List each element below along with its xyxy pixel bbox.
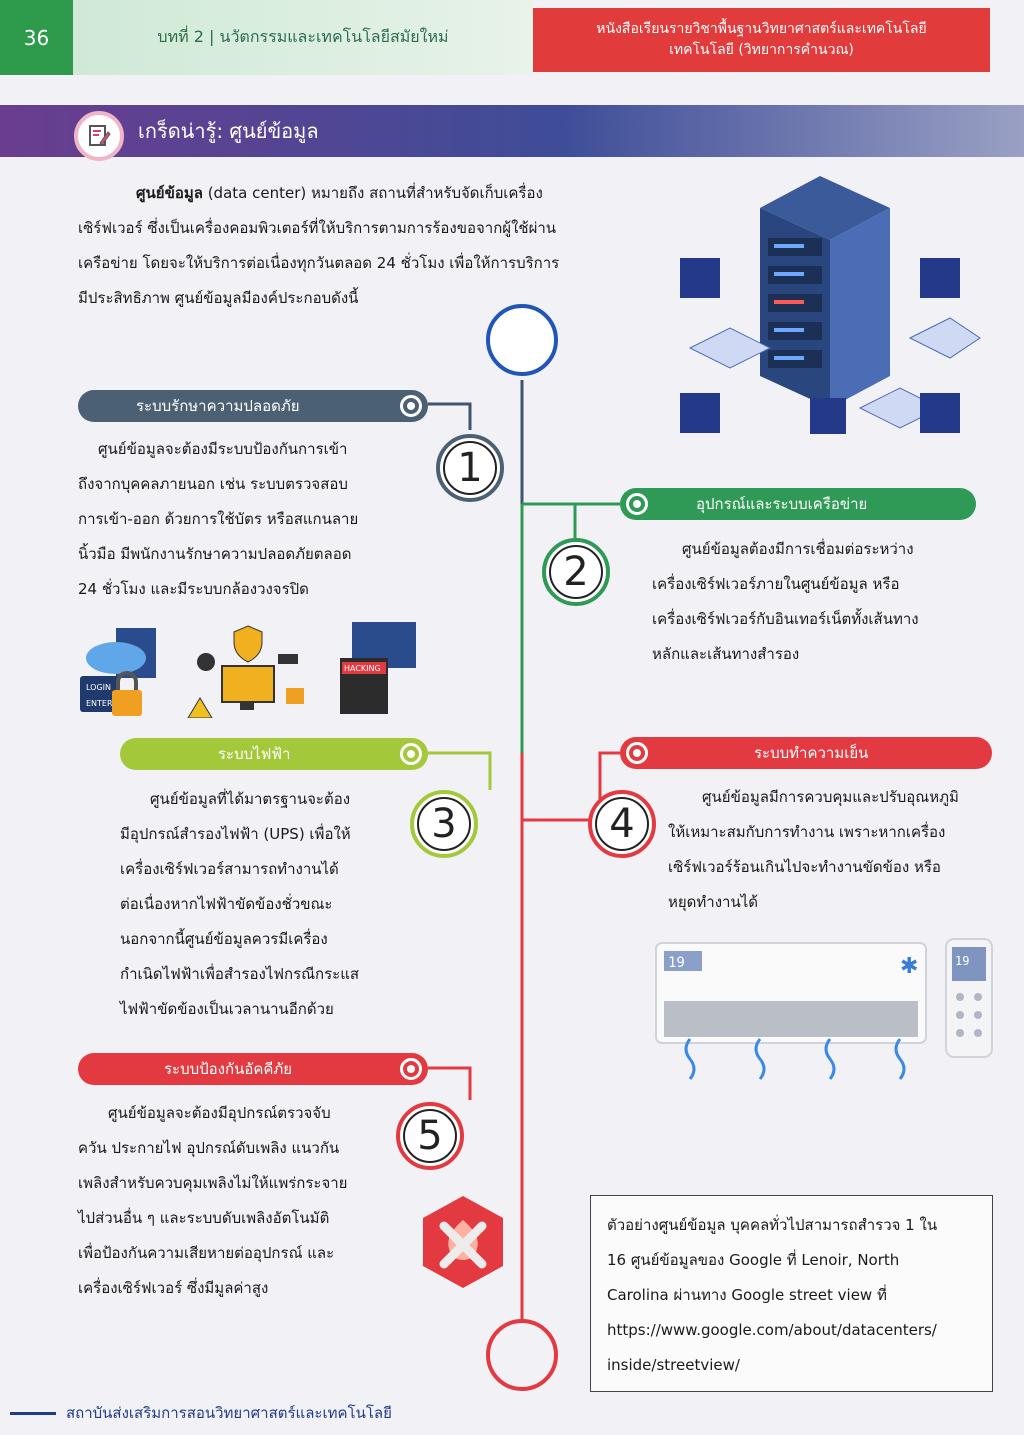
item4-number-badge: 4 <box>588 790 656 858</box>
item5-line: ศูนย์ข้อมูลจะต้องมีอุปกรณ์ตรวจจับ <box>108 1104 331 1122</box>
item4-line: ให้เหมาะสมกับการทำงาน เพราะหากเครื่อง <box>668 823 946 841</box>
item3-line: มีอุปกรณ์สำรองไฟฟ้า (UPS) เพื่อให้ <box>120 825 351 843</box>
item1-number-badge: 1 <box>436 434 504 502</box>
intro-line: เครือข่าย โดยจะให้บริการต่อเนื่องทุกวันต… <box>78 254 560 272</box>
item1-number: 1 <box>443 441 497 495</box>
server-rack-illustration <box>680 176 981 434</box>
item3-title-pill: ระบบไฟฟ้า <box>120 738 428 770</box>
section-banner <box>0 105 1024 157</box>
item2-marker-icon <box>626 493 648 515</box>
item1-line: 24 ชั่วโมง และมีระบบกล้องวงจรปิด <box>78 580 309 598</box>
item1-marker-icon <box>400 395 422 417</box>
item2-line: เครื่องเซิร์ฟเวอร์กับอินเทอร์เน็ตทั้งเส้… <box>652 610 919 628</box>
infobox-line: ตัวอย่างศูนย์ข้อมูล บุคคลทั่วไปสามารถสำร… <box>607 1216 938 1234</box>
intro-line: ศูนย์ข้อมูล (data center) หมายถึง สถานที… <box>78 176 618 211</box>
item2-title-pill: อุปกรณ์และระบบเครือข่าย <box>620 488 976 520</box>
item2-line: หลักและเส้นทางสำรอง <box>652 645 800 663</box>
item5-line: ไปส่วนอื่น ๆ และระบบดับเพลิงอัตโนมัติ <box>78 1209 330 1227</box>
item1-body: ศูนย์ข้อมูลจะต้องมีระบบป้องกันการเข้า ถึ… <box>78 432 400 607</box>
item2-line: เครื่องเซิร์ฟเวอร์ภายในศูนย์ข้อมูล หรือ <box>652 575 900 593</box>
example-infobox: ตัวอย่างศูนย์ข้อมูล บุคคลทั่วไปสามารถสำร… <box>590 1195 993 1392</box>
item2-number-badge: 2 <box>542 538 610 606</box>
book-title-line2: เทคโนโลยี (วิทยาการคำนวณ) <box>669 42 854 58</box>
item1-line: การเข้า-ออก ด้วยการใช้บัตร หรือสแกนลาย <box>78 510 359 528</box>
item3-number-badge: 3 <box>410 790 478 858</box>
intro-line-text: (data center) หมายถึง สถานที่สำหรับจัดเก… <box>202 184 543 202</box>
item4-line: ศูนย์ข้อมูลมีการควบคุมและปรับอุณหภูมิ <box>702 788 959 806</box>
snowflake-icon: ✱ <box>900 954 918 979</box>
infobox-url[interactable]: inside/streetview/ <box>607 1356 740 1374</box>
item3-body: ศูนย์ข้อมูลที่ได้มาตรฐานจะต้อง มีอุปกรณ์… <box>120 782 392 1027</box>
item3-line: ไฟฟ้าขัดข้องเป็นเวลานานอีกด้วย <box>120 1000 334 1018</box>
item1-line: ถึงจากบุคคลภายนอก เช่น ระบบตรวจสอบ <box>78 475 348 493</box>
page-number: 36 <box>0 0 73 75</box>
item3-line: ศูนย์ข้อมูลที่ได้มาตรฐานจะต้อง <box>150 790 351 808</box>
item3-line: นอกจากนี้ศูนย์ข้อมูลควรมีเครื่อง <box>120 930 328 948</box>
fire-prevention-icon <box>423 1196 503 1288</box>
item4-body: ศูนย์ข้อมูลมีการควบคุมและปรับอุณหภูมิ ให… <box>668 780 994 920</box>
infobox-line: 16 ศูนย์ข้อมูลของ Google ที่ Lenoir, Nor… <box>607 1251 900 1269</box>
login-label: LOGIN <box>86 683 111 692</box>
item4-title: ระบบทำความเย็น <box>754 744 869 762</box>
security-icons-illustration: LOGIN ENTER HACKING <box>80 622 416 718</box>
item1-line: ศูนย์ข้อมูลจะต้องมีระบบป้องกันการเข้า <box>98 440 348 458</box>
item4-title-pill: ระบบทำความเย็น <box>620 737 992 769</box>
item5-title: ระบบป้องกันอัคคีภัย <box>164 1060 293 1078</box>
item1-title-pill: ระบบรักษาความปลอดภัย <box>78 390 428 422</box>
infobox-line: Carolina ผ่านทาง Google street view ที่ <box>607 1286 887 1304</box>
remote-display: 19 <box>955 954 969 968</box>
item1-line: นิ้วมือ มีพนักงานรักษาความปลอดภัยตลอด <box>78 545 352 563</box>
book-title: หนังสือเรียนรายวิชาพื้นฐานวิทยาศาสตร์และ… <box>533 8 990 72</box>
item2-number: 2 <box>549 545 603 599</box>
item1-title: ระบบรักษาความปลอดภัย <box>136 397 300 415</box>
item5-body: ศูนย์ข้อมูลจะต้องมีอุปกรณ์ตรวจจับ ควัน ป… <box>78 1096 388 1306</box>
book-title-line1: หนังสือเรียนรายวิชาพื้นฐานวิทยาศาสตร์และ… <box>596 21 927 37</box>
hacking-badge: HACKING <box>344 664 381 673</box>
item5-line: เพลิงสำหรับควบคุมเพลิงไม่ให้แพร่กระจาย <box>78 1174 348 1192</box>
item4-marker-icon <box>626 742 648 764</box>
item3-title: ระบบไฟฟ้า <box>218 745 291 763</box>
item5-line: เพื่อป้องกันความเสียหายต่ออุปกรณ์ และ <box>78 1244 335 1262</box>
intro-line: เซิร์ฟเวอร์ ซึ่งเป็นเครื่องคอมพิวเตอร์ที… <box>78 219 557 237</box>
intro-term: ศูนย์ข้อมูล <box>136 184 203 202</box>
item2-line: ศูนย์ข้อมูลต้องมีการเชื่อมต่อระหว่าง <box>682 540 914 558</box>
item2-body: ศูนย์ข้อมูลต้องมีการเชื่อมต่อระหว่าง เคร… <box>652 532 982 672</box>
intro-paragraph: ศูนย์ข้อมูล (data center) หมายถึง สถานที… <box>78 176 618 316</box>
enter-label: ENTER <box>86 699 113 708</box>
item3-line: ต่อเนื่องหากไฟฟ้าขัดข้องชั่วขณะ <box>120 895 333 913</box>
ac-display: 19 <box>668 955 685 971</box>
section-title: เกร็ดน่ารู้: ศูนย์ข้อมูล <box>138 119 319 143</box>
item2-title: อุปกรณ์และระบบเครือข่าย <box>696 495 868 513</box>
air-conditioner-illustration: 19 ✱ 19 <box>655 938 993 1080</box>
item3-marker-icon <box>400 743 422 765</box>
intro-line: มีประสิทธิภาพ ศูนย์ข้อมูลมีองค์ประกอบดัง… <box>78 289 359 307</box>
item5-marker-icon <box>400 1058 422 1080</box>
item4-number: 4 <box>595 797 649 851</box>
item3-number: 3 <box>417 797 471 851</box>
item5-title-pill: ระบบป้องกันอัคคีภัย <box>78 1053 428 1085</box>
item5-line: เครื่องเซิร์ฟเวอร์ ซึ่งมีมูลค่าสูง <box>78 1279 269 1297</box>
item3-line: กำเนิดไฟฟ้าเพื่อสำรองไฟกรณีกระแส <box>120 965 360 983</box>
item3-line: เครื่องเซิร์ฟเวอร์สามารถทำงานได้ <box>120 860 339 878</box>
infobox-url[interactable]: https://www.google.com/about/datacenters… <box>607 1321 937 1339</box>
item4-line: หยุดทำงานได้ <box>668 893 759 911</box>
chapter-title: บทที่ 2 | นวัตกรรมและเทคโนโลยีสมัยใหม่ <box>73 0 533 75</box>
item5-line: ควัน ประกายไฟ อุปกรณ์ดับเพลิง แนวกัน <box>78 1139 340 1157</box>
footer-institution: สถาบันส่งเสริมการสอนวิทยาศาสตร์และเทคโนโ… <box>10 1398 392 1428</box>
pencil-note-icon <box>74 111 124 161</box>
item4-line: เซิร์ฟเวอร์ร้อนเกินไปจะทำงานขัดข้อง หรือ <box>668 858 941 876</box>
item5-number: 5 <box>403 1109 457 1163</box>
item5-number-badge: 5 <box>396 1102 464 1170</box>
